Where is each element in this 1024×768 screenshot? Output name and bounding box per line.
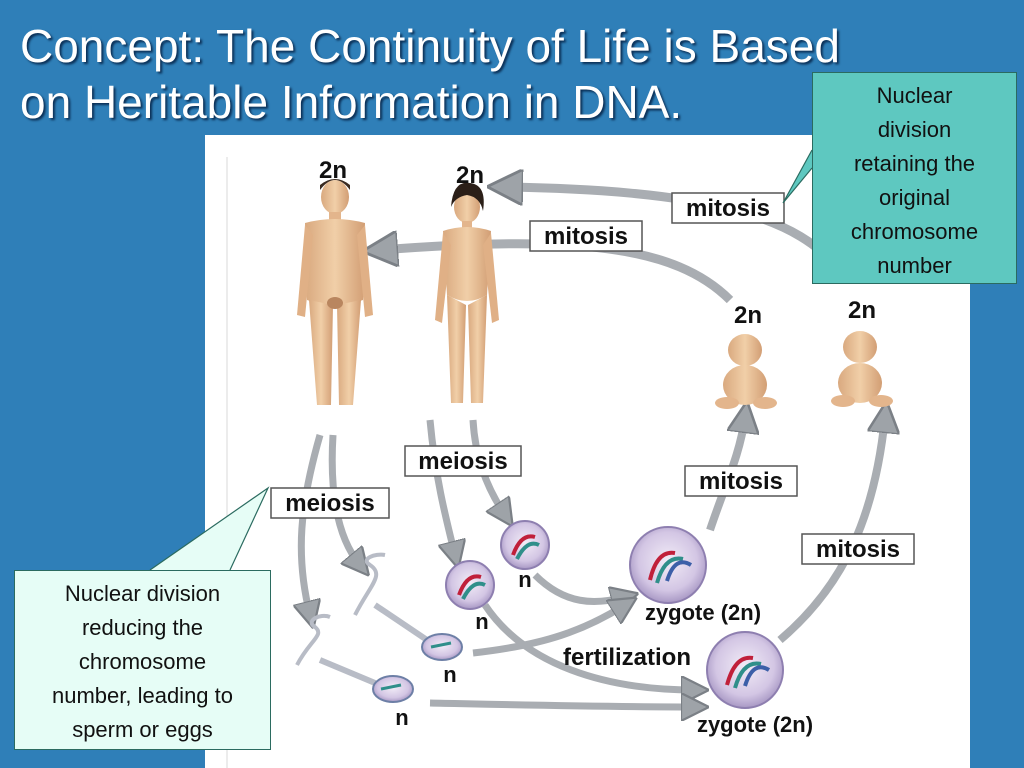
baby2-ploidy-label: 2n: [848, 297, 876, 324]
zygote2-label: zygote (2n): [697, 712, 813, 737]
callout-mitosis-line: number: [877, 253, 952, 278]
egg-cell-2: [445, 560, 495, 610]
mitosis-box-inner: [529, 220, 643, 252]
female-ploidy-label: 2n: [456, 162, 484, 189]
mitosis-box-right-outer: [801, 533, 915, 565]
fertilization-label: fertilization: [563, 644, 691, 671]
life-cycle-diagram: mitosis mitosis mitosis mitosis meiosis …: [226, 157, 915, 768]
callout-meiosis-line: number, leading to: [51, 683, 234, 708]
adult-male-figure: [297, 179, 373, 405]
baby1-ploidy-label: 2n: [734, 302, 762, 329]
life-cycle-figure: mitosis mitosis mitosis mitosis meiosis …: [205, 135, 970, 768]
callout-mitosis-line: chromosome: [850, 219, 979, 244]
callout-meiosis-line: reducing the: [81, 615, 204, 640]
meiosis-label-left: meiosis: [285, 490, 374, 517]
callout-meiosis-line: Nuclear division: [64, 581, 221, 606]
mitosis-label-right-outer: mitosis: [816, 536, 900, 563]
title-line-2: on Heritable Information in DNA.: [20, 76, 683, 128]
egg1-ploidy-label: n: [518, 567, 531, 592]
meiosis-box-middle: [404, 445, 522, 477]
fertilization-arrow-2: [472, 605, 625, 657]
mitosis-arrow-inner: [380, 244, 734, 304]
callout-mitosis-line: division: [877, 117, 952, 142]
mitosis-label-inner: mitosis: [544, 223, 628, 250]
mitosis-box-right-inner: [684, 465, 798, 497]
male-ploidy-label: 2n: [319, 157, 347, 184]
egg-cell-1: [500, 520, 550, 570]
zygote-cell-1: [629, 526, 707, 604]
sperm1-ploidy-label: n: [443, 662, 456, 687]
callout-mitosis-note: Nuclear division retaining the original …: [812, 72, 1017, 284]
sperm-cell-1: [353, 552, 463, 661]
mitosis-label-outer: mitosis: [686, 195, 770, 222]
callout-meiosis-line: sperm or eggs: [72, 717, 213, 742]
adult-female-figure: [435, 182, 499, 403]
meiosis-box-left: [270, 487, 390, 519]
zygote1-label: zygote (2n): [645, 600, 761, 625]
callout-mitosis-line: Nuclear: [876, 83, 953, 108]
sperm2-ploidy-label: n: [395, 705, 408, 730]
baby-figure-2: [831, 331, 893, 407]
fertilization-arrow-1: [532, 572, 625, 602]
callout-meiosis-note: Nuclear division reducing the chromosome…: [14, 570, 271, 750]
baby-figure-1: [715, 334, 777, 409]
meiosis-arrow-male-1: [301, 434, 324, 615]
mitosis-arrow-zygote2: [777, 417, 885, 644]
callout-mitosis-line: original: [879, 185, 950, 210]
slide-title: Concept: The Continuity of Life is Based…: [20, 18, 980, 130]
title-line-1: Concept: The Continuity of Life is Based: [20, 20, 840, 72]
zygote-cell-2: [706, 631, 784, 709]
fertilization-arrow-3: [482, 603, 695, 690]
callout-mitosis-line: retaining the: [853, 151, 976, 176]
sperm-cell-2: [295, 614, 414, 703]
mitosis-label-right-inner: mitosis: [699, 468, 783, 495]
mitosis-box-outer: [671, 192, 785, 224]
callout-meiosis-line: chromosome: [78, 649, 207, 674]
meiosis-arrow-female-1: [426, 419, 455, 555]
meiosis-label-middle: meiosis: [418, 448, 507, 475]
fertilization-arrow-4: [429, 703, 695, 707]
egg2-ploidy-label: n: [475, 609, 488, 634]
